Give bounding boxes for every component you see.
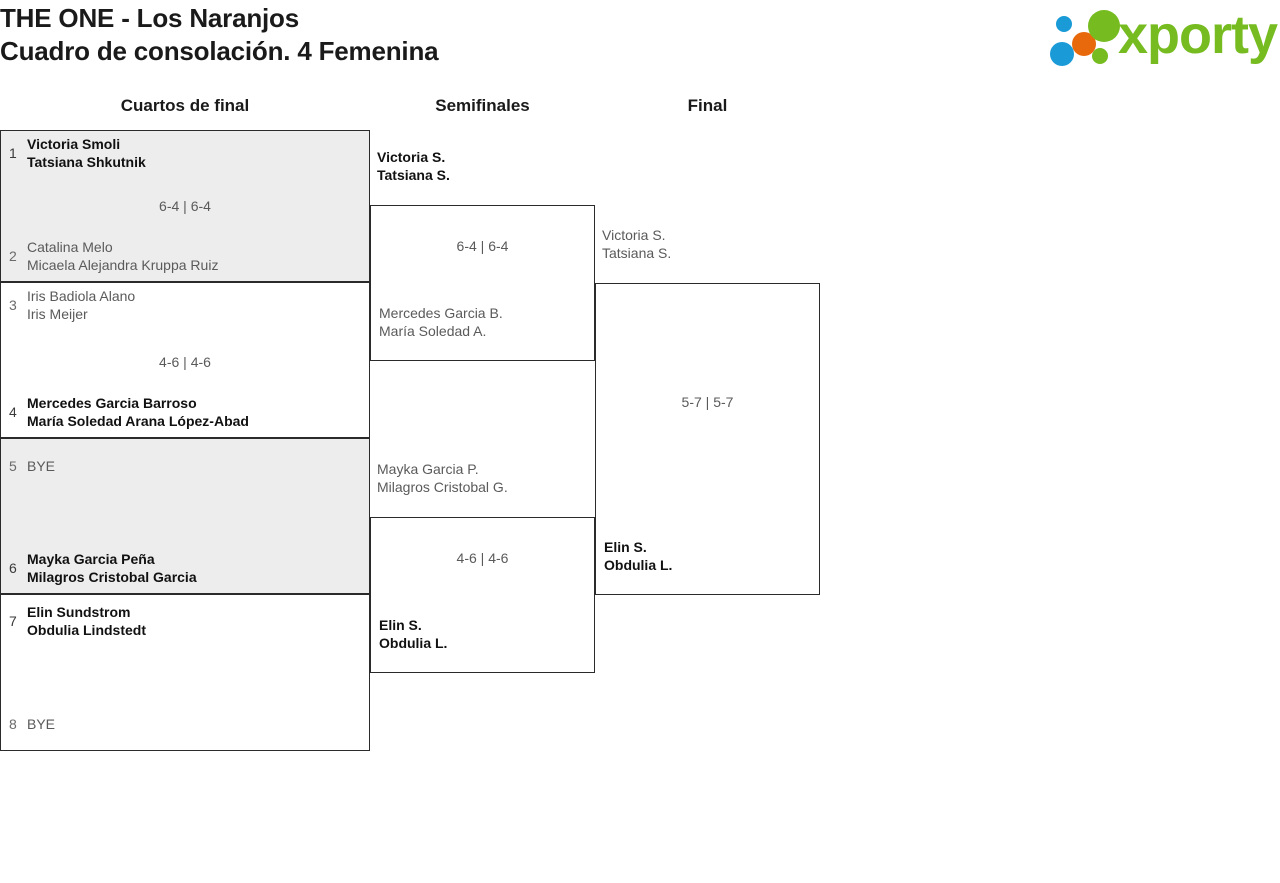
player-name-1: Elin S. xyxy=(379,617,422,633)
player-name-2: Tatsiana Shkutnik xyxy=(27,154,146,170)
match-slot-top[interactable]: 5 BYE xyxy=(1,457,369,475)
xporty-logo[interactable]: xporty xyxy=(1048,5,1278,68)
team-names: Mercedes Garcia B. María Soledad A. xyxy=(379,304,594,340)
player-name-1: Victoria S. xyxy=(377,149,446,165)
logo-dot-green-large-icon xyxy=(1088,10,1120,42)
player-name-2: María Soledad A. xyxy=(379,323,487,339)
match-slot-bottom[interactable]: Elin S. Obdulia L. xyxy=(596,538,819,574)
match-slot-bottom[interactable]: 6 Mayka Garcia Peña Milagros Cristobal G… xyxy=(1,550,369,586)
player-name-2: Milagros Cristobal G. xyxy=(377,479,508,495)
match-score: 4-6 | 4-6 xyxy=(159,354,211,370)
match-box-qf-4[interactable]: 7 Elin Sundstrom Obdulia Lindstedt 8 BYE xyxy=(0,594,370,751)
player-name-1: Victoria Smoli xyxy=(27,136,121,152)
player-name-2: Milagros Cristobal Garcia xyxy=(27,569,197,585)
match-slot-bottom[interactable]: Elin S. Obdulia L. xyxy=(371,616,594,652)
player-name-2: María Soledad Arana López-Abad xyxy=(27,413,249,429)
team-names: Elin Sundstrom Obdulia Lindstedt xyxy=(27,603,369,639)
player-name-1: Elin Sundstrom xyxy=(27,604,131,620)
seed-number: 8 xyxy=(9,716,17,732)
match-slot-top[interactable]: 1 Victoria Smoli Tatsiana Shkutnik xyxy=(1,135,369,171)
page-header: THE ONE - Los Naranjos Cuadro de consola… xyxy=(0,0,1280,92)
player-name-1: Mercedes Garcia B. xyxy=(379,305,503,321)
logo-wordmark: xporty xyxy=(1118,5,1278,65)
player-name-1: Mayka Garcia P. xyxy=(377,461,479,477)
semifinal-1-top-team[interactable]: Victoria S. Tatsiana S. xyxy=(377,148,450,184)
seed-number: 6 xyxy=(9,560,17,576)
team-names: Iris Badiola Alano Iris Meijer xyxy=(27,287,369,323)
team-names: Catalina Melo Micaela Alejandra Kruppa R… xyxy=(27,238,369,274)
player-name-2: Iris Meijer xyxy=(27,306,88,322)
team-names: Elin S. Obdulia L. xyxy=(379,616,594,652)
round-header-semifinals: Semifinales xyxy=(435,96,530,115)
player-name-1: BYE xyxy=(27,458,56,474)
team-names: Elin S. Obdulia L. xyxy=(604,538,819,574)
player-name-1: Iris Badiola Alano xyxy=(27,288,136,304)
match-box-sf-1[interactable]: 6-4 | 6-4 Mercedes Garcia B. María Soled… xyxy=(370,205,595,361)
player-name-2: Micaela Alejandra Kruppa Ruiz xyxy=(27,257,219,273)
player-name-1: Mayka Garcia Peña xyxy=(27,551,155,567)
match-score: 6-4 | 6-4 xyxy=(456,238,509,254)
team-names: Mercedes Garcia Barroso María Soledad Ar… xyxy=(27,394,369,430)
round-header-final: Final xyxy=(687,96,728,115)
match-box-qf-1[interactable]: 1 Victoria Smoli Tatsiana Shkutnik 6-4 |… xyxy=(0,130,370,282)
tournament-name: THE ONE - Los Naranjos xyxy=(0,3,299,33)
match-score: 4-6 | 4-6 xyxy=(456,550,509,566)
logo-dots-icon xyxy=(1048,8,1124,66)
player-name-2: Tatsiana S. xyxy=(602,245,672,261)
match-slot-bottom[interactable]: 8 BYE xyxy=(1,715,369,733)
player-name-2: Obdulia Lindstedt xyxy=(27,622,146,638)
player-name-1: Mercedes Garcia Barroso xyxy=(27,395,197,411)
match-box-final[interactable]: 5-7 | 5-7 Elin S. Obdulia L. xyxy=(595,283,820,595)
semifinal-2-top-team[interactable]: Mayka Garcia P. Milagros Cristobal G. xyxy=(377,460,508,496)
match-slot-bottom[interactable]: Mercedes Garcia B. María Soledad A. xyxy=(371,304,594,340)
match-box-qf-3[interactable]: 5 BYE 6 Mayka Garcia Peña Milagros Crist… xyxy=(0,438,370,594)
round-header-quarterfinals: Cuartos de final xyxy=(120,96,250,115)
seed-number: 3 xyxy=(9,297,17,313)
player-name-1: Catalina Melo xyxy=(27,239,113,255)
match-slot-top[interactable]: 7 Elin Sundstrom Obdulia Lindstedt xyxy=(1,603,369,639)
seed-number: 4 xyxy=(9,404,17,420)
logo-dot-blue-small-icon xyxy=(1056,16,1072,32)
page-title: THE ONE - Los Naranjos Cuadro de consola… xyxy=(0,2,900,68)
seed-number: 1 xyxy=(9,145,17,161)
team-names: Victoria Smoli Tatsiana Shkutnik xyxy=(27,135,369,171)
match-slot-top[interactable]: 3 Iris Badiola Alano Iris Meijer xyxy=(1,287,369,323)
seed-number: 7 xyxy=(9,613,17,629)
player-name-1: Victoria S. xyxy=(602,227,666,243)
match-slot-bottom[interactable]: 2 Catalina Melo Micaela Alejandra Kruppa… xyxy=(1,238,369,274)
team-names: BYE xyxy=(27,715,369,733)
final-top-team[interactable]: Victoria S. Tatsiana S. xyxy=(602,226,671,262)
team-names: Mayka Garcia Peña Milagros Cristobal Gar… xyxy=(27,550,369,586)
match-score: 5-7 | 5-7 xyxy=(681,394,734,410)
seed-number: 5 xyxy=(9,458,17,474)
player-name-2: Tatsiana S. xyxy=(377,167,450,183)
seed-number: 2 xyxy=(9,248,17,264)
player-name-1: Elin S. xyxy=(604,539,647,555)
player-name-1: BYE xyxy=(27,716,56,732)
match-box-sf-2[interactable]: 4-6 | 4-6 Elin S. Obdulia L. xyxy=(370,517,595,673)
match-slot-bottom[interactable]: 4 Mercedes Garcia Barroso María Soledad … xyxy=(1,394,369,430)
team-names: BYE xyxy=(27,457,369,475)
player-name-2: Obdulia L. xyxy=(379,635,448,651)
logo-dot-blue-large-icon xyxy=(1050,42,1074,66)
player-name-2: Obdulia L. xyxy=(604,557,673,573)
match-box-qf-2[interactable]: 3 Iris Badiola Alano Iris Meijer 4-6 | 4… xyxy=(0,282,370,438)
bracket-subtitle: Cuadro de consolación. 4 Femenina xyxy=(0,36,439,66)
logo-dot-green-small-icon xyxy=(1092,48,1108,64)
match-score: 6-4 | 6-4 xyxy=(159,198,211,214)
